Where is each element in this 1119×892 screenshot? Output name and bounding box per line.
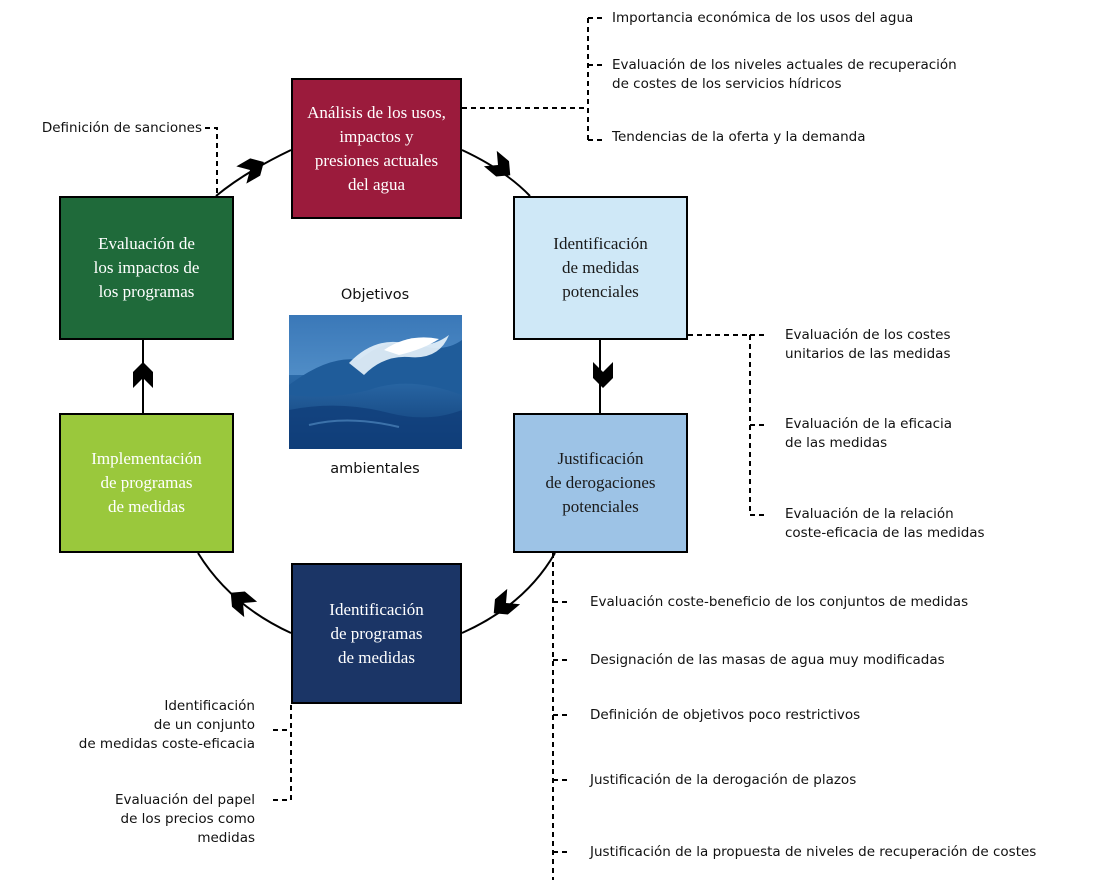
note-coste-beneficio: Evaluación coste-beneficio de los conjun… bbox=[590, 594, 969, 610]
note-eficacia: Evaluación de la eficacia de las medidas bbox=[785, 416, 953, 451]
box-identificacion-programas: Identificación de programas de medidas bbox=[291, 563, 462, 704]
arrowhead-icon bbox=[236, 158, 264, 184]
note-costes-unitarios: Evaluación de los costes unitarios de la… bbox=[785, 327, 951, 362]
box-analisis-usos: Análisis de los usos, impactos y presion… bbox=[291, 78, 462, 219]
arrowhead-icon bbox=[133, 362, 153, 388]
note-conjunto-medidas: Identificación de un conjunto de medidas… bbox=[78, 698, 255, 752]
box-identificacion-medidas: Identificación de medidas potenciales bbox=[513, 196, 688, 340]
box-evaluacion-impactos: Evaluación de los impactos de los progra… bbox=[59, 196, 234, 340]
dashed-connectors bbox=[205, 17, 766, 880]
note-importancia-economica: Importancia económica de los usos del ag… bbox=[612, 10, 914, 26]
box-justificacion-derogaciones: Justificación de derogaciones potenciale… bbox=[513, 413, 688, 553]
note-objetivos-restrictivos: Definición de objetivos poco restrictivo… bbox=[590, 707, 861, 723]
note-papel-precios: Evaluación del papel de los precios como… bbox=[114, 792, 255, 846]
note-derogacion-plazos: Justificación de la derogación de plazos bbox=[590, 772, 857, 788]
note-tendencias: Tendencias de la oferta y la demanda bbox=[612, 129, 866, 145]
note-niveles-recuperacion: Evaluación de los niveles actuales de re… bbox=[612, 57, 957, 92]
note-masas-agua: Designación de las masas de agua muy mod… bbox=[590, 652, 945, 668]
arrowhead-icon bbox=[493, 588, 521, 615]
arc-evaluacion-to-analisis bbox=[215, 149, 292, 197]
note-sanciones: Definición de sanciones bbox=[41, 120, 202, 136]
arrowhead-icon bbox=[483, 150, 511, 177]
arrowhead-icon bbox=[230, 591, 258, 618]
center-top-label: Objetivos bbox=[340, 287, 410, 303]
note-recuperacion-costes: Justificación de la propuesta de niveles… bbox=[590, 844, 1037, 860]
ocean-wave-photo bbox=[289, 315, 462, 449]
arrowheads bbox=[133, 150, 613, 618]
arrowhead-icon bbox=[593, 362, 613, 388]
box-implementacion-programas: Implementación de programas de medidas bbox=[59, 413, 234, 553]
arc-justificacion-to-programas bbox=[461, 552, 556, 634]
note-coste-eficacia: Evaluación de la relación coste-eficacia… bbox=[785, 506, 985, 541]
center-bottom-label: ambientales bbox=[330, 461, 420, 477]
